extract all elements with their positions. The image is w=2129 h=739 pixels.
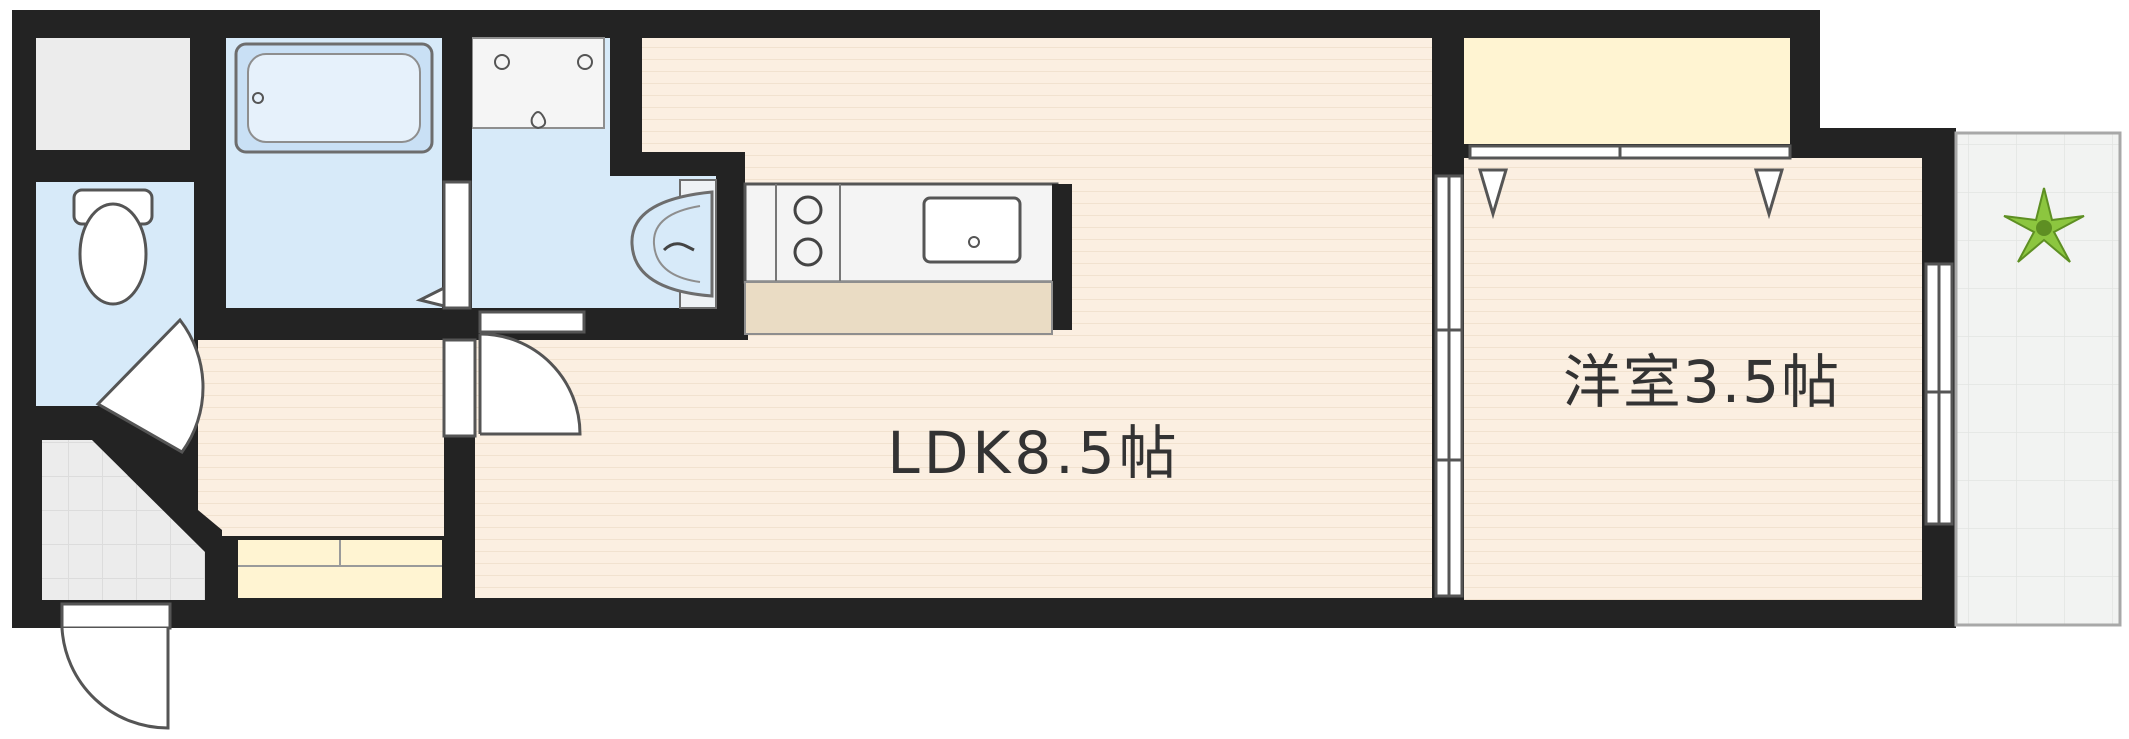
western-room-label: 洋室3.5帖 [1563,348,1841,416]
washbasin [630,179,717,309]
stove-burner-icon [793,237,823,267]
plant-icon [2003,187,2085,263]
balcony [1954,131,2122,627]
bathtub [234,42,434,154]
closet [1464,38,1790,144]
storage-top-left [36,38,190,150]
ldk-door [479,332,582,436]
entry-door [60,627,170,730]
washer-drain [494,54,593,130]
entrance-tile [42,440,205,600]
western-room-floor [1464,158,1922,600]
kitchen-sink [922,196,1022,264]
toilet-door [95,317,205,454]
stove-burner-icon [793,195,823,225]
doors [60,144,1954,730]
ldk-label: LDK8.5帖 [887,419,1180,487]
washer-pan [471,37,605,129]
kitchen-bar-counter [744,281,1053,335]
kitchen-counter [743,182,1072,335]
hallway-floor [198,340,444,536]
toilet-bowl [72,188,154,306]
